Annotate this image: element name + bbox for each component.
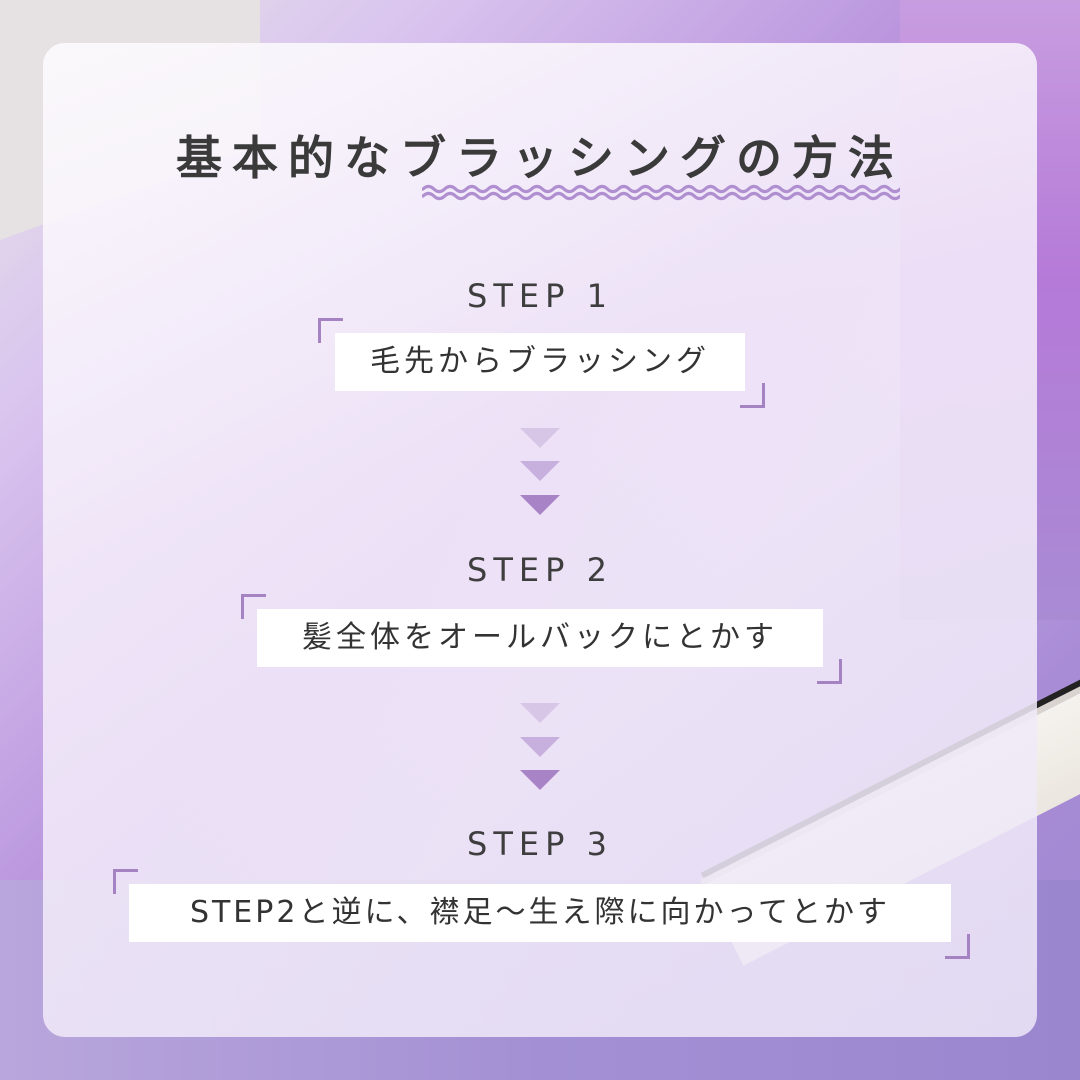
down-arrow-icon [520, 737, 560, 757]
step-2-open-bracket [241, 594, 266, 619]
step-3-label: STEP 3 [467, 825, 613, 863]
content-card [43, 43, 1037, 1037]
step-2-close-bracket [817, 659, 842, 684]
page-title: 基本的なブラッシングの方法 [176, 131, 904, 185]
step-2-label: STEP 2 [467, 551, 613, 589]
step-1-open-bracket [318, 318, 343, 343]
step-1-close-bracket [740, 383, 765, 408]
step-3-close-bracket [945, 934, 970, 959]
down-arrow-icon [520, 495, 560, 515]
down-arrow-icon [520, 770, 560, 790]
down-arrow-icon [520, 428, 560, 448]
down-arrow-icon [520, 461, 560, 481]
wavy-underline-decoration [422, 184, 900, 201]
step-2-text-box: 髪全体をオールバックにとかす [257, 609, 823, 667]
step-1-text-box: 毛先からブラッシング [335, 333, 745, 391]
down-arrow-icon [520, 703, 560, 723]
step-3-open-bracket [113, 869, 138, 894]
step-1-label: STEP 1 [467, 277, 613, 315]
step-3-text-box: STEP2と逆に、襟足〜生え際に向かってとかす [129, 884, 951, 942]
